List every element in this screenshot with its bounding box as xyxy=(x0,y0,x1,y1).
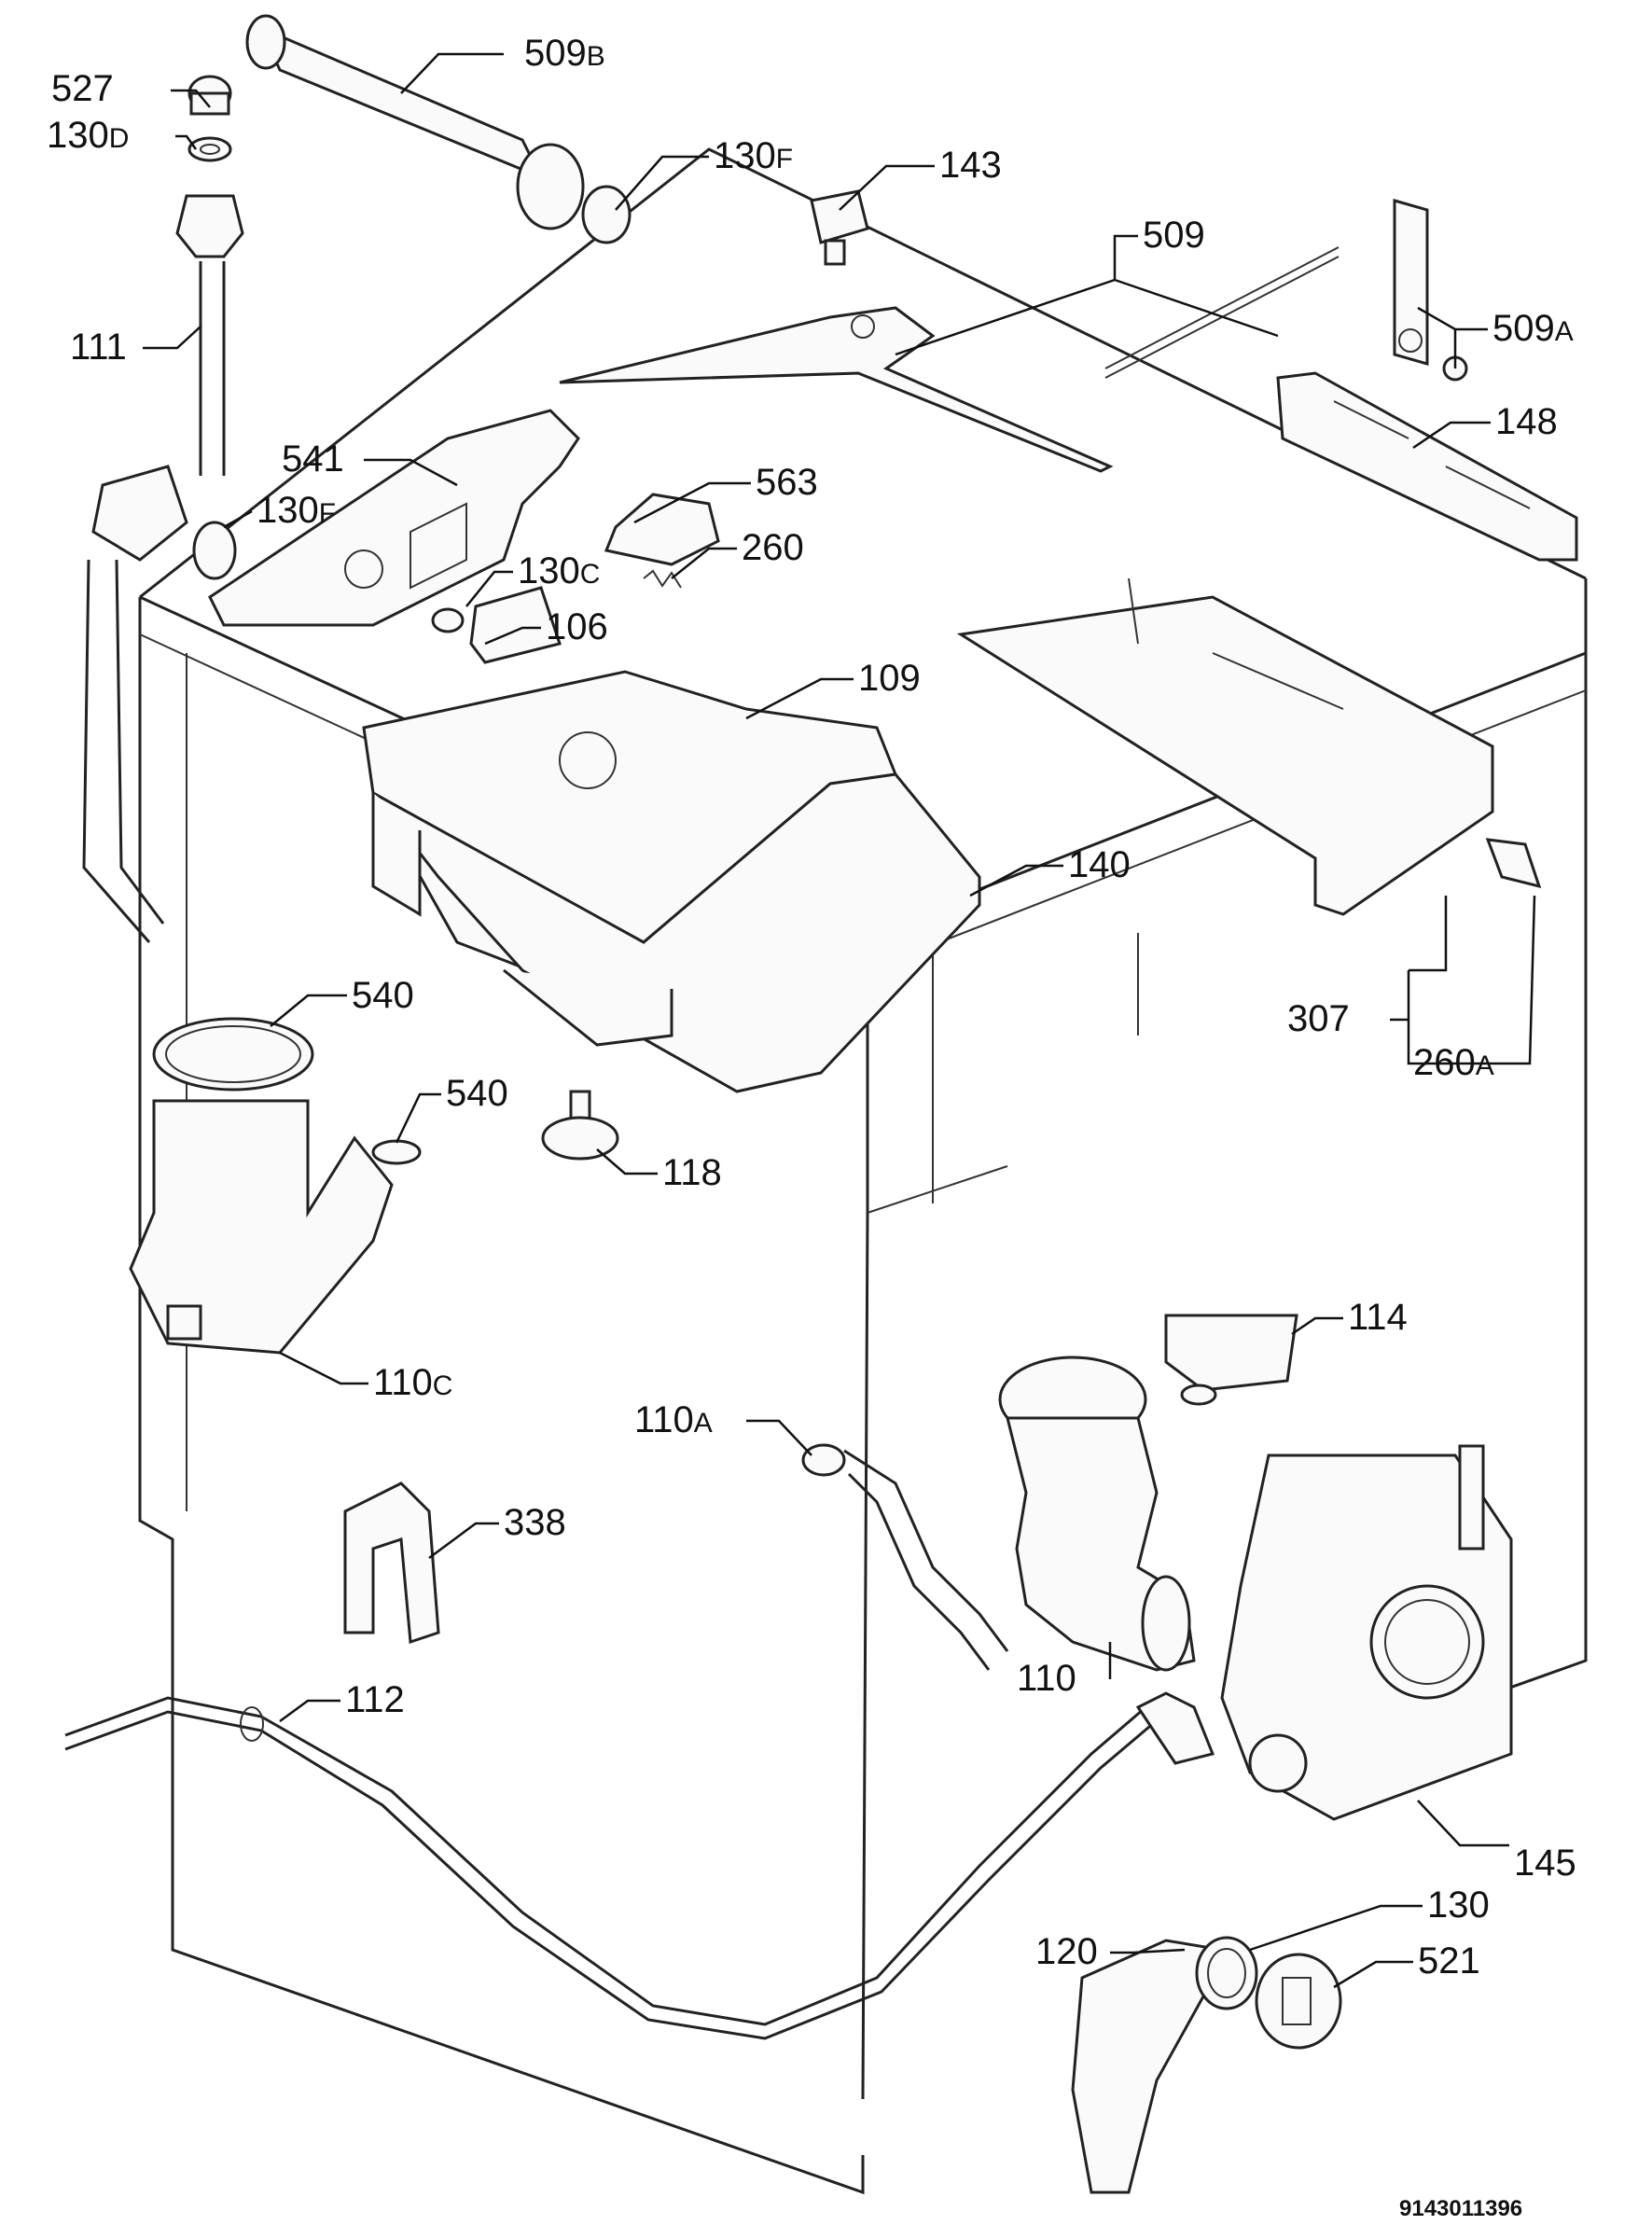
callout-130d: 130D xyxy=(47,115,129,156)
callout-110a: 110A xyxy=(634,1399,713,1440)
part-110-bellows xyxy=(998,1356,1196,1672)
callout-509: 509 xyxy=(1143,215,1205,256)
callout-110c: 110C xyxy=(373,1362,452,1403)
part-130-seal-ring xyxy=(1195,1936,1258,2010)
callout-140: 140 xyxy=(1068,844,1131,885)
callout-521: 521 xyxy=(1418,1940,1480,1982)
part-110c-bellows xyxy=(129,1099,394,1355)
part-130f-elbow-fitting xyxy=(192,185,632,580)
part-260a-clip xyxy=(1485,838,1542,889)
callout-540-left: 540 xyxy=(352,975,414,1016)
callout-145: 145 xyxy=(1514,1843,1576,1884)
part-130d-washer xyxy=(187,136,232,162)
callout-509b: 509B xyxy=(524,33,605,74)
part-307-dispenser-drawer xyxy=(956,577,1494,916)
part-120-filter xyxy=(1071,1939,1225,2194)
leader-lines xyxy=(143,52,1536,1989)
callout-130: 130 xyxy=(1427,1884,1490,1926)
callout-540-right: 540 xyxy=(446,1073,508,1114)
part-130c-seal xyxy=(431,607,465,633)
drawing-code: 9143011396 xyxy=(1399,2196,1522,2221)
callout-260a: 260A xyxy=(1413,1042,1494,1083)
callout-143: 143 xyxy=(939,145,1002,186)
part-106-valve-bracket xyxy=(469,586,562,664)
part-540-hose-clamp xyxy=(152,1017,422,1165)
part-111-inlet-hose xyxy=(82,194,244,943)
part-509b-inlet-hose-pipe xyxy=(245,14,585,230)
part-563-cover xyxy=(604,493,720,566)
part-143-knob xyxy=(810,189,869,266)
callout-118: 118 xyxy=(662,1152,722,1193)
callout-541: 541 xyxy=(282,438,344,480)
part-527-cap xyxy=(187,75,232,116)
part-509-distributor-lever xyxy=(559,246,1340,473)
callout-563: 563 xyxy=(756,462,818,503)
callout-130f-top: 130F xyxy=(714,135,793,176)
callout-527: 527 xyxy=(51,68,114,109)
part-140-dispenser-housing xyxy=(371,772,981,1093)
callout-106: 106 xyxy=(546,606,608,647)
callout-130f-mid: 130F xyxy=(257,490,336,531)
callout-130c: 130C xyxy=(518,550,600,591)
callout-509a: 509A xyxy=(1492,308,1574,349)
callout-114: 114 xyxy=(1348,1297,1408,1338)
callout-120: 120 xyxy=(1035,1931,1098,1972)
part-521-filter-cap xyxy=(1255,1953,1342,2050)
callout-112: 112 xyxy=(345,1679,405,1720)
part-260-spring xyxy=(643,569,682,589)
callout-307: 307 xyxy=(1287,998,1350,1039)
part-145-pump-housing xyxy=(1220,1444,1513,1821)
part-118-knob xyxy=(541,1090,619,1161)
part-148-drawer-handle xyxy=(1276,371,1578,562)
part-112-drain-hose xyxy=(64,1691,1215,2040)
part-541-support-bracket xyxy=(208,409,580,627)
part-114-bracket xyxy=(1164,1314,1298,1406)
callout-148: 148 xyxy=(1495,401,1558,442)
callout-111: 111 xyxy=(70,327,127,368)
part-338-hose-guide xyxy=(343,1481,440,1645)
part-110a-hose xyxy=(801,1443,1009,1671)
callout-109: 109 xyxy=(858,658,921,699)
callout-labels: 527 130D 509B 130F 143 509 509A 111 148 … xyxy=(47,33,1576,1982)
callout-110: 110 xyxy=(1017,1658,1076,1699)
callout-338: 338 xyxy=(504,1502,566,1543)
callout-260: 260 xyxy=(742,527,804,568)
